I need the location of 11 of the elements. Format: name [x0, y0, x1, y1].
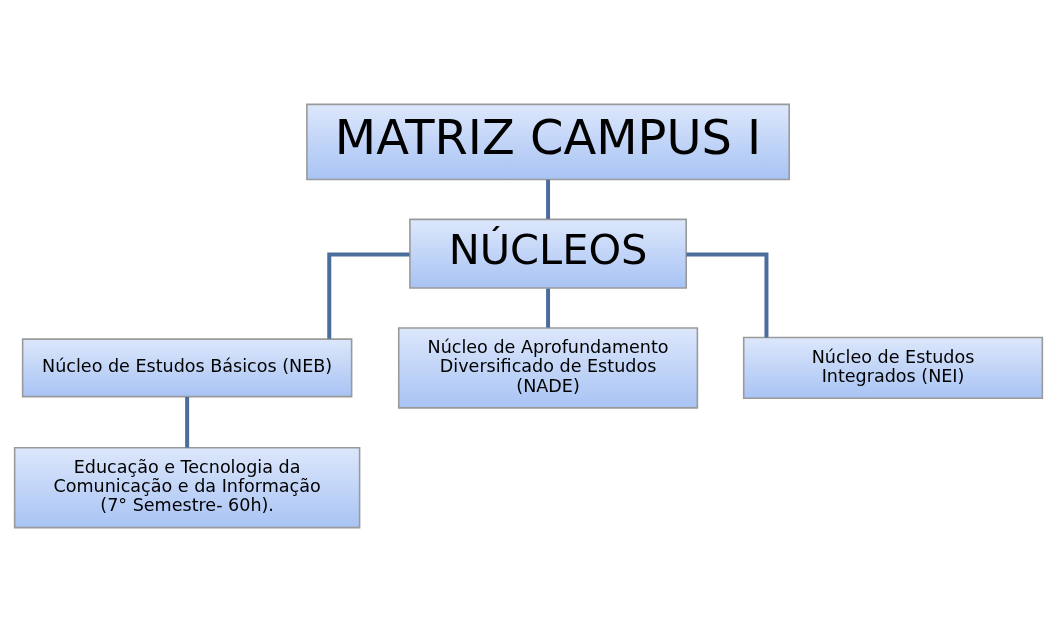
node-box: Núcleo de Estudos Básicos (NEB)	[21, 338, 353, 398]
connector	[686, 252, 769, 338]
node-box: MATRIZ CAMPUS I	[306, 103, 790, 181]
node-box: Núcleo de Aprofundamento Diversificado de Estudos (NADE)	[397, 327, 699, 409]
node-box: Educação e Tecnologia da Comunicação e da Informação (7° Semestre- 60h).	[13, 446, 361, 529]
connector	[185, 396, 190, 448]
node-box: Núcleo de Estudos Integrados (NEI)	[742, 336, 1044, 400]
connector	[546, 179, 551, 219]
connector	[327, 252, 410, 339]
connector	[546, 288, 551, 328]
node-box: NÚCLEOS	[409, 218, 687, 289]
